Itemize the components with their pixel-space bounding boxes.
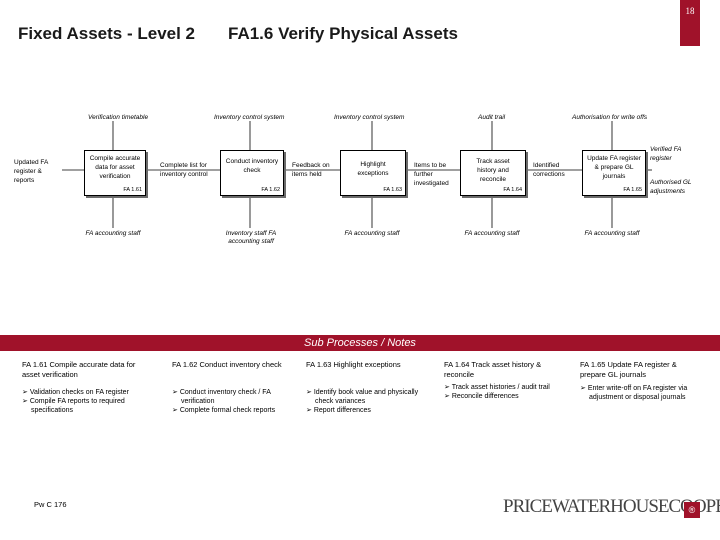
note-title: FA 1.63 Highlight exceptions xyxy=(306,360,401,369)
pwc-logo: PRICEWATERHOUSECOOPERS xyxy=(503,496,720,517)
pwc-logo-mark-icon: ® xyxy=(684,502,700,518)
mechanism-label-3: FA accounting staff xyxy=(344,230,400,237)
process-box-fa-1-63: Highlight exceptions FA 1.63 xyxy=(340,150,406,196)
page-title-center: FA1.6 Verify Physical Assets xyxy=(228,24,458,43)
flow-label-feedback: Feedback on items held xyxy=(292,162,330,178)
note-bullet-text: Track asset histories / audit trail xyxy=(451,384,550,391)
mechanism-label-5: FA accounting staff xyxy=(584,230,640,237)
flow-label-identified-corrections: Identified corrections xyxy=(533,162,565,178)
process-code: FA 1.61 xyxy=(123,187,142,193)
process-text: Compile accurate data for asset verifica… xyxy=(89,155,141,180)
note-title: FA 1.65 Update FA register & prepare GL … xyxy=(580,360,677,379)
note-bullet: ➢ Reconcile differences xyxy=(444,393,519,400)
note-column-fa-1-65: FA 1.65 Update FA register & prepare GL … xyxy=(580,360,700,402)
note-bullet: ➢ Complete formal check reports xyxy=(172,407,276,414)
note-column-fa-1-64: FA 1.64 Track asset history & reconcile … xyxy=(444,360,562,401)
control-label-3: Inventory control system xyxy=(334,114,405,121)
note-title: FA 1.64 Track asset history & reconcile xyxy=(444,360,542,379)
note-bullet: ➢ Validation checks on FA register xyxy=(22,389,129,396)
note-column-fa-1-63: FA 1.63 Highlight exceptions ➢ Identify … xyxy=(306,360,426,415)
note-bullet-text: Identify book value and physically check… xyxy=(313,389,419,405)
control-label-2: Inventory control system xyxy=(214,114,285,121)
note-column-fa-1-61: FA 1.61 Compile accurate data for asset … xyxy=(22,360,152,415)
flow-label-complete-list: Complete list for inventory control xyxy=(160,162,208,178)
control-label-5: Authorisation for write offs xyxy=(572,114,648,121)
process-box-fa-1-65: Update FA register & prepare GL journals… xyxy=(582,150,646,196)
process-code: FA 1.63 xyxy=(383,187,402,193)
note-title: FA 1.61 Compile accurate data for asset … xyxy=(22,360,136,379)
note-bullet: ➢ Track asset histories / audit trail xyxy=(444,384,550,391)
process-code: FA 1.64 xyxy=(503,187,522,193)
control-label-1: Verification timetable xyxy=(88,114,149,121)
process-code: FA 1.62 xyxy=(261,187,280,193)
note-bullet-text: Report differences xyxy=(313,407,371,414)
note-bullet-text: Validation checks on FA register xyxy=(29,389,129,396)
mechanism-label-2: Inventory staff FA accounting staff xyxy=(225,230,277,245)
process-code: FA 1.65 xyxy=(623,187,642,193)
process-box-fa-1-62: Conduct inventory check FA 1.62 xyxy=(220,150,284,196)
note-title: FA 1.62 Conduct inventory check xyxy=(172,360,282,369)
note-column-fa-1-62: FA 1.62 Conduct inventory check ➢ Conduc… xyxy=(172,360,304,415)
mechanism-label-1: FA accounting staff xyxy=(85,230,141,237)
page-number-badge: 18 xyxy=(680,0,700,46)
flow-label-items-investigated: Items to be further investigated xyxy=(414,162,449,187)
output-authorised-gl-adjustments: Authorised GL adjustments xyxy=(650,179,692,195)
note-bullet-text: Enter write-off on FA register via adjus… xyxy=(587,385,688,401)
process-box-fa-1-64: Track asset history and reconcile FA 1.6… xyxy=(460,150,526,196)
note-bullet-text: Compile FA reports to required specifica… xyxy=(29,398,125,414)
note-bullet: ➢ Conduct inventory check / FA verificat… xyxy=(172,389,271,405)
note-bullet: ➢ Identify book value and physically che… xyxy=(306,389,419,405)
note-bullet: ➢ Report differences xyxy=(306,407,371,414)
process-text: Track asset history and reconcile xyxy=(476,158,510,183)
flow-connectors xyxy=(62,121,652,228)
note-bullet: ➢ Compile FA reports to required specifi… xyxy=(22,398,125,414)
process-text: Highlight exceptions xyxy=(357,161,389,177)
note-bullet-text: Conduct inventory check / FA verificatio… xyxy=(179,389,271,405)
page-title-left: Fixed Assets - Level 2 xyxy=(18,24,196,43)
note-bullet: ➢ Enter write-off on FA register via adj… xyxy=(580,385,688,401)
process-box-fa-1-61: Compile accurate data for asset verifica… xyxy=(84,150,146,196)
footer-code: Pw C 176 xyxy=(34,500,67,509)
note-bullet-text: Complete formal check reports xyxy=(179,407,276,414)
control-label-4: Audit trail xyxy=(478,114,506,121)
sub-processes-bar: Sub Processes / Notes xyxy=(0,335,720,351)
output-verified-fa-register: Verified FA register xyxy=(650,146,682,162)
mechanism-label-4: FA accounting staff xyxy=(464,230,520,237)
input-updated-fa-register: Updated FA register & reports xyxy=(14,159,48,184)
process-text: Update FA register & prepare GL journals xyxy=(587,155,641,180)
process-text: Conduct inventory check xyxy=(225,158,279,174)
note-bullet-text: Reconcile differences xyxy=(451,393,519,400)
